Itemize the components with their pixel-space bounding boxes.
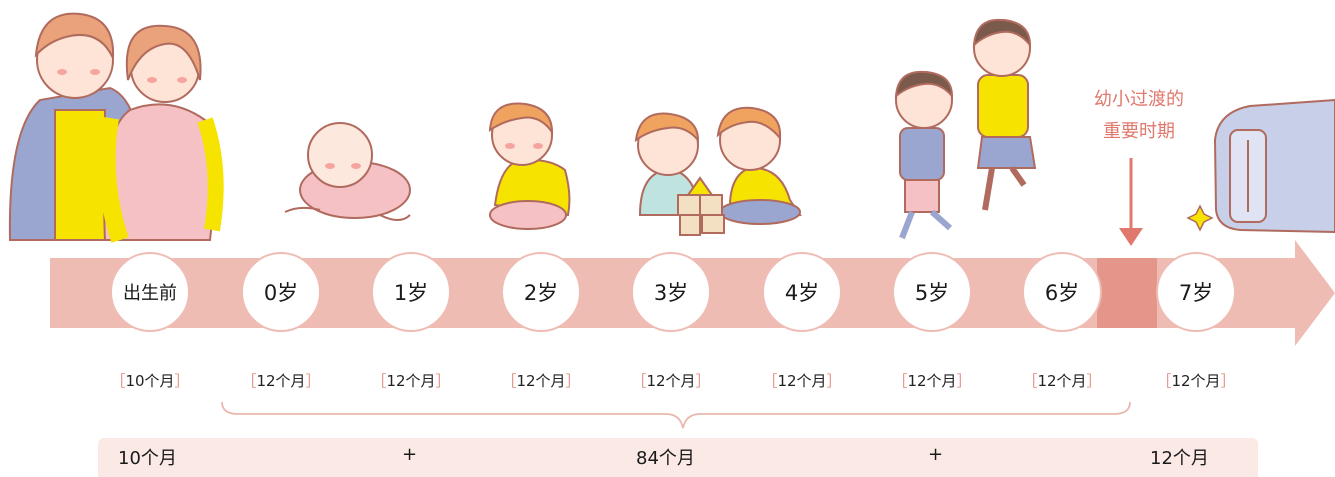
summary-prebirth-months: 10个月 (118, 448, 177, 469)
crawling-baby-illustration (284, 122, 411, 221)
summary-bar (98, 438, 1258, 477)
stage-node-age-0: 0岁 (241, 252, 321, 332)
summary-brace (221, 401, 1131, 429)
sitting-toddler-illustration (488, 102, 571, 230)
transition-note: 幼小过渡的 重要时期 (1074, 84, 1204, 148)
duration-label: ［12个月］ (371, 372, 451, 390)
summary-plus-sign: + (928, 444, 944, 465)
summary-preschool-months: 84个月 (636, 448, 695, 469)
duration-label: ［12个月］ (631, 372, 711, 390)
duration-label: ［12个月］ (762, 372, 842, 390)
transition-note-line1: 幼小过渡的 (1094, 89, 1184, 110)
stage-node-age-6: 6岁 (1022, 252, 1102, 332)
stage-node-age-4: 4岁 (762, 252, 842, 332)
stage-node-age-1: 1岁 (371, 252, 451, 332)
transition-arrow (1119, 158, 1143, 246)
running-kids-illustration (894, 18, 1037, 240)
transition-note-line2: 重要时期 (1103, 121, 1175, 142)
summary-plus-sign: + (402, 444, 418, 465)
duration-label: ［12个月］ (501, 372, 581, 390)
parents-illustration (8, 12, 224, 243)
stage-node-age-3: 3岁 (631, 252, 711, 332)
school-backpack-illustration (1186, 98, 1335, 234)
duration-label: ［12个月］ (1156, 372, 1236, 390)
duration-label: ［12个月］ (892, 372, 972, 390)
stage-node-age-2: 2岁 (501, 252, 581, 332)
duration-label: ［12个月］ (241, 372, 321, 390)
duration-label: ［10个月］ (110, 372, 190, 390)
stage-node-prebirth: 出生前 (110, 252, 190, 332)
stage-node-age-5: 5岁 (892, 252, 972, 332)
summary-school-months: 12个月 (1150, 448, 1209, 469)
transition-band-highlight (1097, 258, 1157, 328)
duration-label: ［12个月］ (1022, 372, 1102, 390)
stage-node-age-7: 7岁 (1156, 252, 1236, 332)
timeline-arrow-head (1295, 240, 1335, 346)
children-playing-blocks-illustration (634, 106, 802, 236)
